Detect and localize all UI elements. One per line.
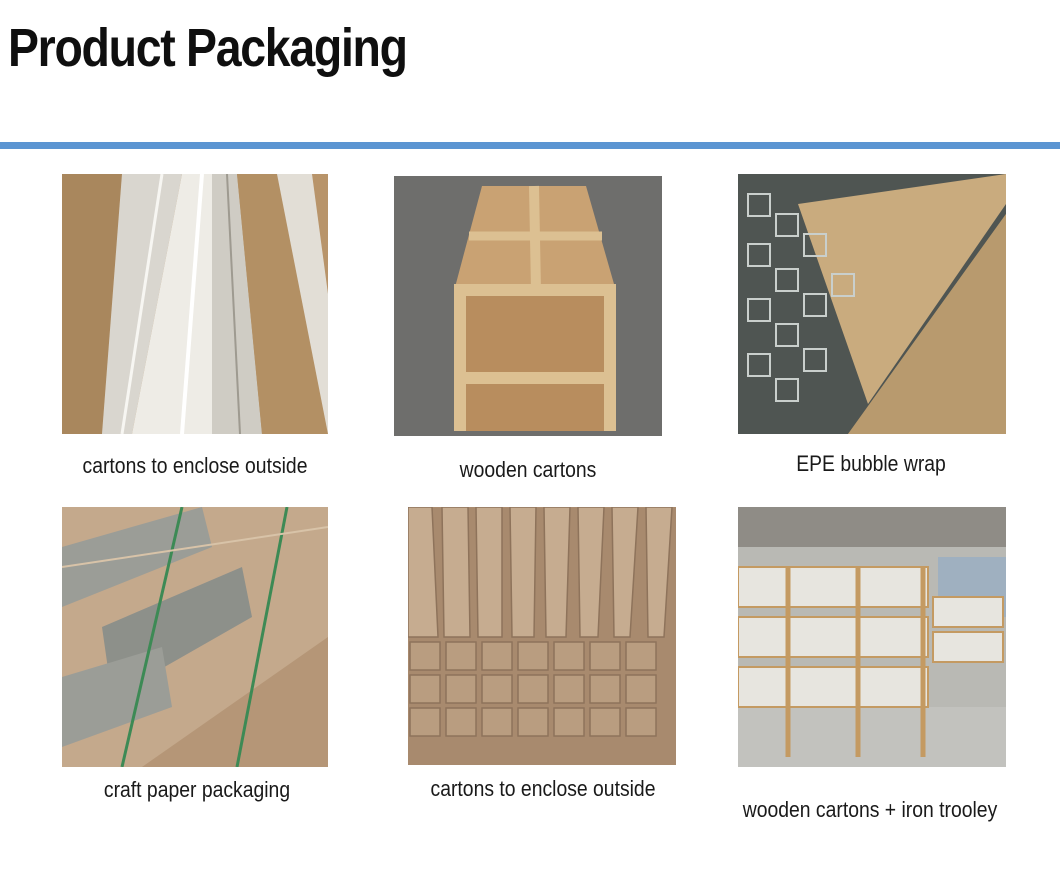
title-divider: [0, 142, 1060, 149]
photo-epe-bubble-wrap: [738, 174, 1006, 434]
caption-3: EPE bubble wrap: [796, 451, 946, 476]
photo-cartons-enclose-outside-stack: [408, 507, 676, 765]
caption-4: craft paper packaging: [103, 777, 291, 802]
photo-craft-paper-packaging: [62, 507, 328, 767]
page-title: Product Packaging: [8, 18, 408, 78]
caption-1: cartons to enclose outside: [82, 453, 308, 478]
caption-2: wooden cartons: [459, 457, 597, 482]
photo-cartons-enclose-outside: [62, 174, 328, 434]
caption-6: wooden cartons + iron trooley: [742, 797, 998, 822]
photo-wooden-cartons: [394, 176, 662, 436]
photo-wooden-cartons-iron-trolley: [738, 507, 1006, 767]
caption-5: cartons to enclose outside: [430, 776, 656, 801]
